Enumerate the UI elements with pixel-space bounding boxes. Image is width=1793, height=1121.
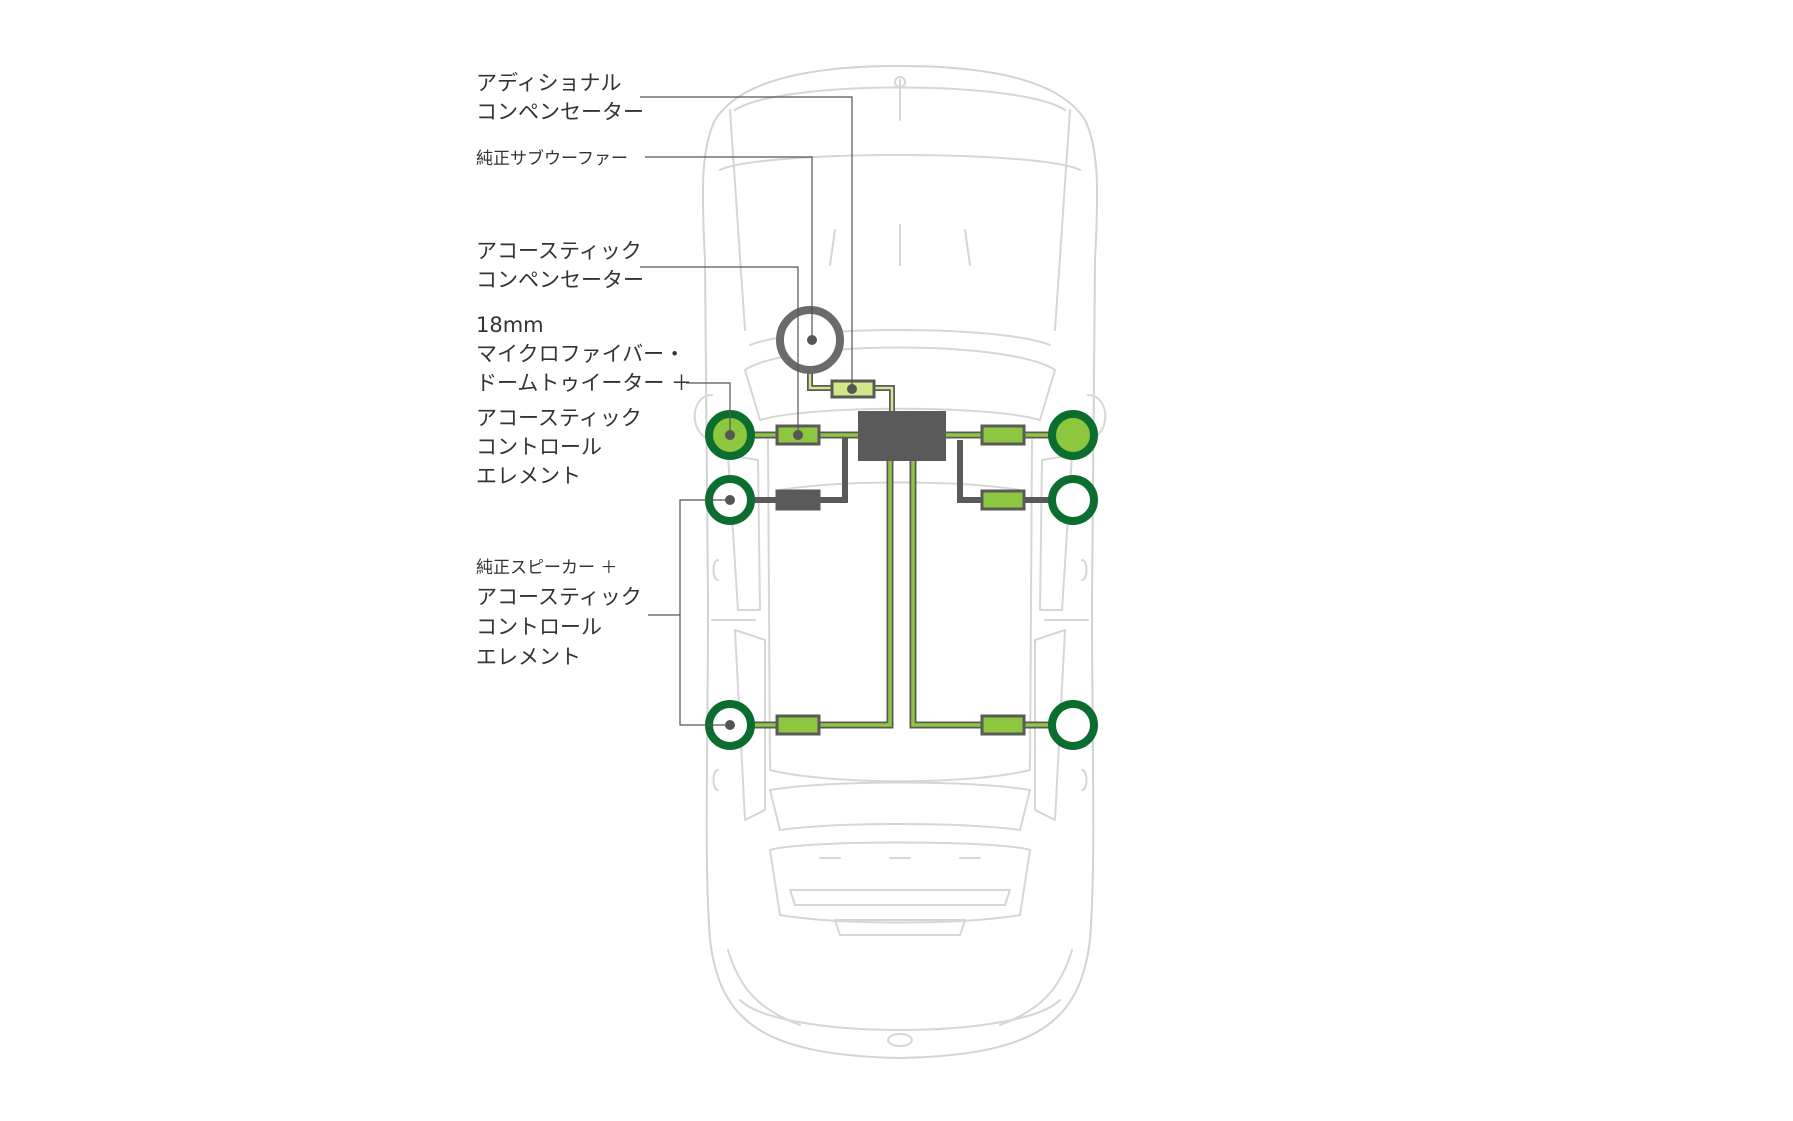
car-outline (693, 64, 1107, 1060)
amplifier-unit (858, 411, 946, 461)
rear-right-speaker (1048, 700, 1098, 750)
label-additional-compensator: アディショナル コンペンセーター (476, 71, 644, 124)
leader-lines (640, 96, 853, 726)
label-tweeter-element: 18mm マイクロファイバー・ ドームトゥイーター ＋ アコースティック コント… (476, 313, 699, 488)
leader-dots (725, 335, 857, 730)
front-right-compensator-module (980, 424, 1026, 446)
rear-right-compensator-module (980, 714, 1026, 736)
rear-left-compensator-module (775, 714, 821, 736)
label-acoustic-compensator: アコースティック コンペンセーター (476, 239, 648, 292)
label-speaker-element: 純正スピーカー ＋ アコースティック コントロール エレメント (476, 558, 647, 669)
mid-right-speaker (1048, 475, 1098, 525)
front-right-tweeter (1048, 410, 1098, 460)
mid-right-compensator-module (980, 489, 1026, 511)
label-factory-subwoofer: 純正サブウーファー (476, 148, 628, 169)
mid-left-compensator-module (775, 489, 821, 511)
